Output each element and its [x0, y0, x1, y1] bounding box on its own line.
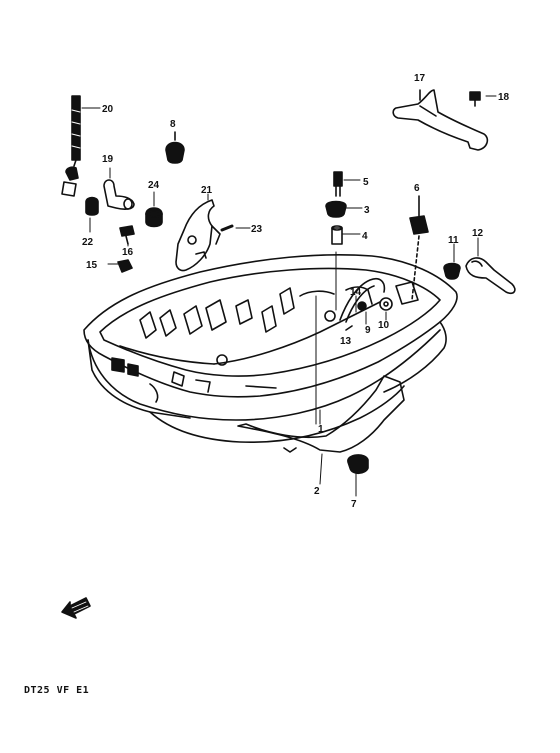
callout-8: 8	[170, 119, 176, 130]
front-arrow-icon	[61, 597, 91, 619]
bolt-part-5	[333, 171, 343, 197]
cap-part-7	[347, 454, 369, 475]
callout-6: 6	[414, 183, 420, 194]
gasket-part-2	[237, 375, 405, 453]
callout-10: 10	[378, 320, 390, 331]
screw-part-18	[469, 91, 481, 107]
clip-part-6	[409, 195, 429, 301]
plug-part-8	[165, 131, 185, 164]
lower-cover-part-1	[83, 253, 458, 444]
callout-22: 22	[82, 237, 94, 248]
handle-part-17	[392, 89, 489, 151]
callout-16: 16	[122, 247, 134, 258]
hose-part-14	[339, 277, 386, 323]
callout-5: 5	[363, 177, 369, 188]
callout-1: 1	[318, 424, 324, 435]
callout-11: 11	[448, 235, 459, 246]
grommet-part-11	[443, 262, 461, 280]
callout-18: 18	[498, 92, 510, 103]
nut-part-15	[117, 259, 133, 273]
bracket-part-21	[175, 199, 221, 272]
callout-2: 2	[314, 486, 320, 497]
callout-12: 12	[472, 228, 484, 239]
callout-20: 20	[102, 104, 114, 115]
pin-part-23	[220, 224, 234, 232]
document-code: DT25 VF E1	[24, 685, 90, 696]
nut-part-9	[357, 301, 367, 311]
leader-lines	[81, 95, 497, 497]
callout-19: 19	[102, 154, 114, 165]
grommet-part-3	[325, 200, 347, 218]
collar-part-24	[145, 207, 163, 228]
callout-7: 7	[351, 499, 357, 510]
callout-17: 17	[414, 73, 426, 84]
callout-23: 23	[251, 224, 263, 235]
washer-part-10	[379, 297, 393, 311]
callout-3: 3	[364, 205, 370, 216]
bolt-part-16	[119, 225, 135, 245]
callout-14: 14	[350, 287, 362, 298]
lever-part-12	[465, 257, 516, 295]
stud-bolt-part-20	[61, 95, 81, 197]
callout-9: 9	[365, 325, 371, 336]
screw-part-13	[345, 325, 353, 331]
sleeve-part-4	[331, 225, 343, 245]
callout-4: 4	[362, 231, 368, 242]
callout-13: 13	[340, 336, 352, 347]
callout-labels: 1 2 3 4 5 6 7 8 9 10 11 12 13 14 15 16 1…	[82, 73, 510, 510]
collar-part-22	[85, 196, 99, 216]
callout-24: 24	[148, 180, 160, 191]
callout-15: 15	[86, 260, 98, 271]
bracket-part-19	[103, 179, 135, 210]
callout-21: 21	[201, 185, 213, 196]
